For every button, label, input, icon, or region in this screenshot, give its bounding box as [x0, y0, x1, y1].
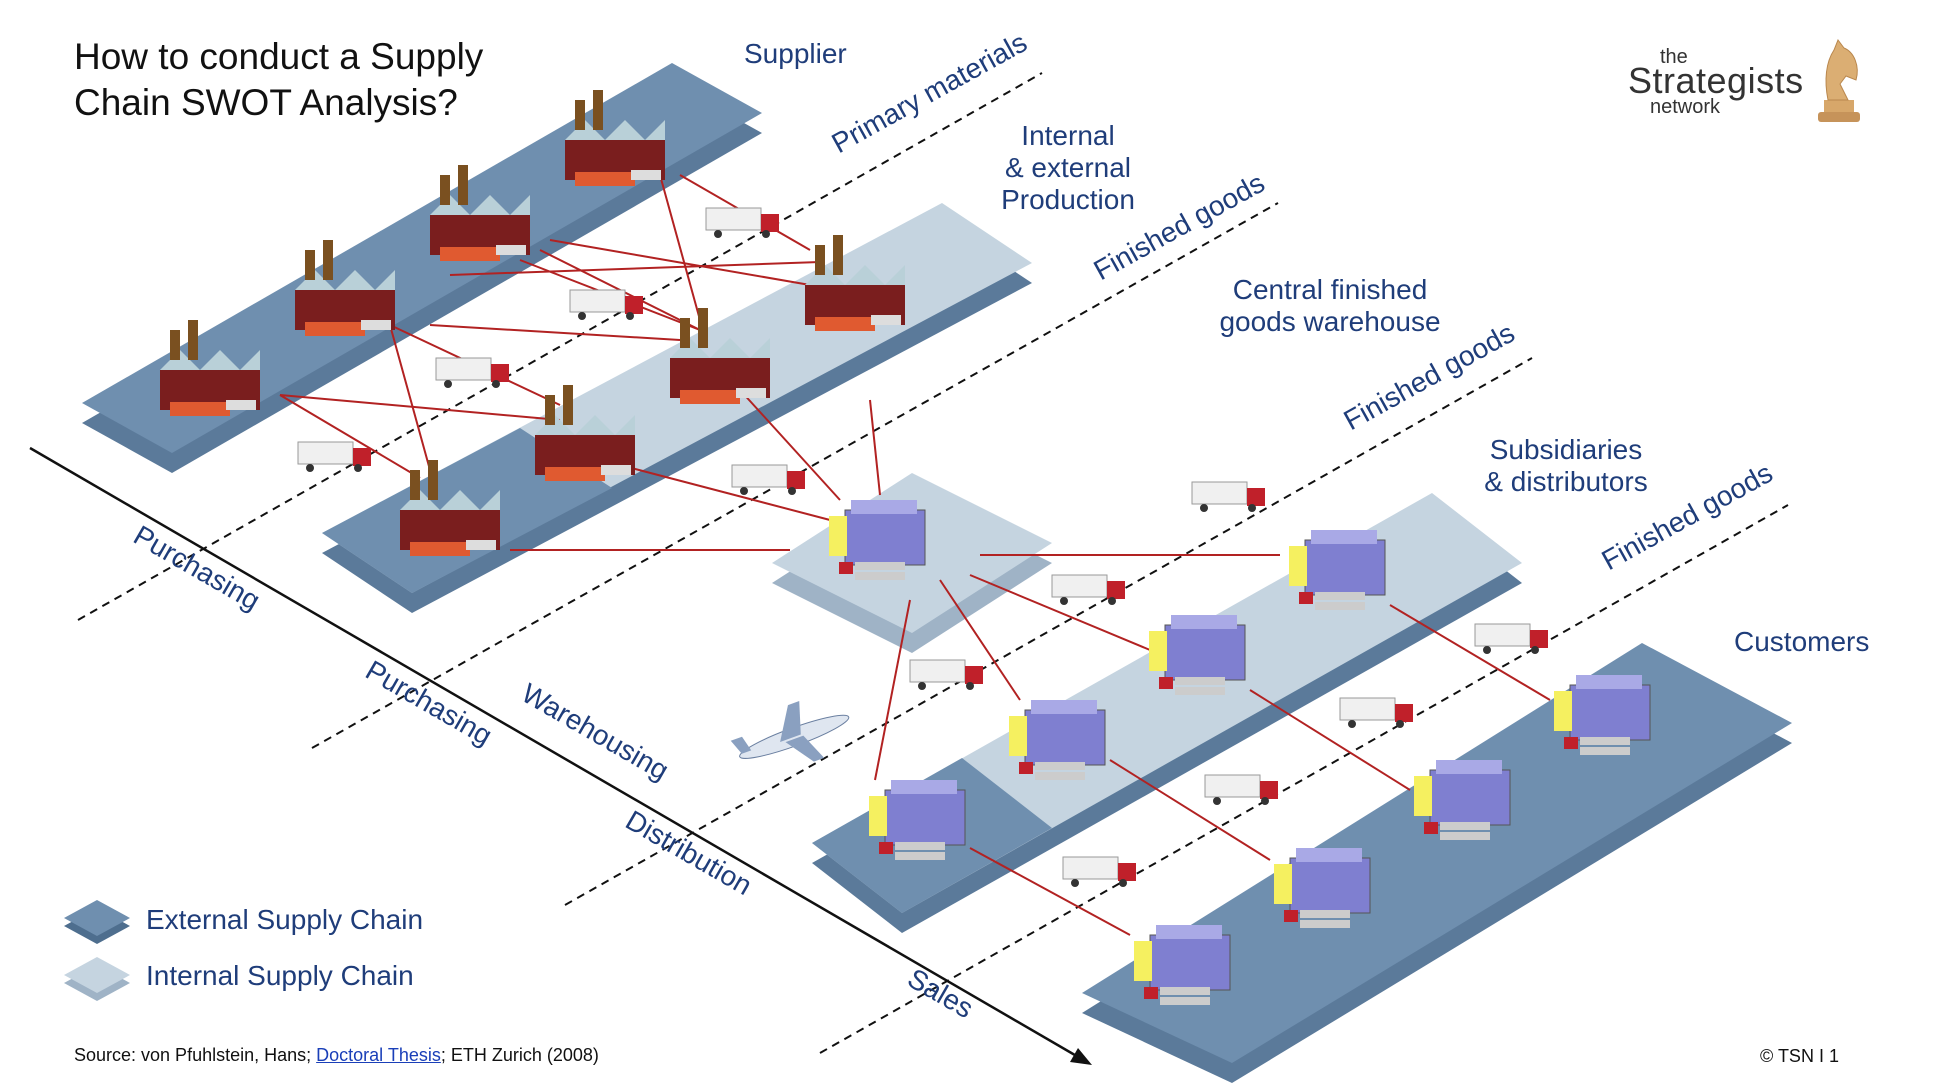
label-customers: Customers	[1734, 626, 1870, 657]
label-supplier: Supplier	[744, 38, 847, 69]
chess-knight-icon	[1818, 38, 1860, 122]
truck-icon	[705, 207, 780, 239]
label-central-warehouse: Central finished goods warehouse	[1219, 274, 1441, 337]
truck-icon	[1474, 623, 1549, 655]
label-subsidiaries: Subsidiaries & distributors	[1484, 434, 1648, 497]
legend-external-label: External Supply Chain	[146, 904, 424, 935]
truck-icon	[1339, 697, 1414, 729]
boundary-primary-materials	[77, 72, 1043, 621]
boundary-finished-goods-2	[564, 357, 1533, 906]
truck-icon	[1062, 856, 1137, 888]
source-footer: Source: von Pfuhlstein, Hans; Doctoral T…	[74, 1045, 599, 1066]
source-suffix: ; ETH Zurich (2008)	[440, 1045, 599, 1065]
label-production: Internal & external Production	[1001, 120, 1135, 215]
truck-icon	[1204, 774, 1279, 806]
legend-internal-label: Internal Supply Chain	[146, 960, 414, 991]
page-title: How to conduct a Supply Chain SWOT Analy…	[74, 36, 484, 123]
truck-icon	[1191, 481, 1266, 513]
truck-icon	[1051, 574, 1126, 606]
truck-icon	[297, 441, 372, 473]
copyright: © TSN I 1	[1760, 1046, 1839, 1066]
source-prefix: Source: von Pfuhlstein, Hans;	[74, 1045, 317, 1065]
flow-boundaries	[77, 72, 1789, 1054]
legend-internal-swatch	[64, 957, 130, 1001]
airplane-icon	[730, 700, 850, 762]
source-link[interactable]: Doctoral Thesis	[316, 1045, 441, 1065]
logo-the: the	[1660, 46, 1688, 68]
truck-icon	[435, 357, 510, 389]
truck-icon	[909, 659, 984, 691]
process-axis-arrow	[29, 446, 1092, 1065]
boundary-finished-goods-3	[819, 504, 1789, 1054]
logo-network: network	[1650, 96, 1721, 118]
truck-icon	[569, 289, 644, 321]
legend-external-swatch	[64, 900, 130, 944]
boundary-finished-goods-1	[311, 202, 1279, 749]
logo-main: Strategists	[1628, 60, 1804, 101]
